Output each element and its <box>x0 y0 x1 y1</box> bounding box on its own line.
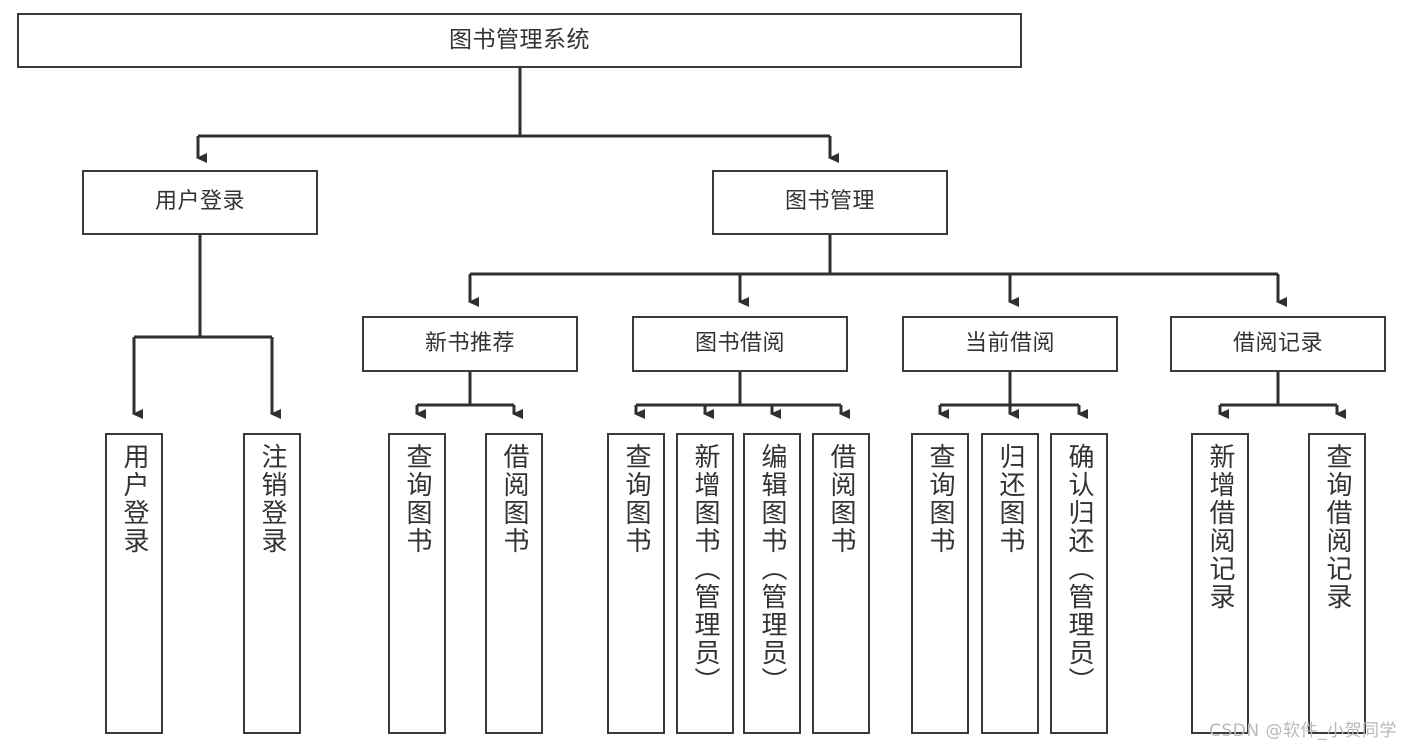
leaf-borrow-book[interactable]: 借阅图书 <box>812 433 870 734</box>
leaf-return-book[interactable]: 归还图书 <box>981 433 1039 734</box>
node-label: 新书推荐 <box>424 330 515 356</box>
node-label: 查询借阅记录 <box>1322 443 1352 611</box>
node-label: 借阅记录 <box>1232 330 1323 356</box>
node-book-management[interactable]: 图书管理 <box>712 170 948 235</box>
node-label: 图书借阅 <box>694 330 785 356</box>
leaf-add-book-admin[interactable]: 新增图书（管理员） <box>676 433 734 734</box>
node-label: 借阅图书 <box>499 443 529 555</box>
leaf-logout-login[interactable]: 注销登录 <box>243 433 301 734</box>
node-label: 图书管理系统 <box>449 26 590 53</box>
leaf-query-book-borrow[interactable]: 查询图书 <box>607 433 665 734</box>
node-current-borrow[interactable]: 当前借阅 <box>902 316 1118 372</box>
leaf-edit-book-admin[interactable]: 编辑图书（管理员） <box>743 433 801 734</box>
node-root-system[interactable]: 图书管理系统 <box>17 13 1022 68</box>
csdn-watermark: CSDN @软件_小贺同学 <box>1209 721 1397 741</box>
node-book-borrow[interactable]: 图书借阅 <box>632 316 848 372</box>
leaf-user-login[interactable]: 用户登录 <box>105 433 163 734</box>
leaf-add-borrow-record[interactable]: 新增借阅记录 <box>1191 433 1249 734</box>
node-user-login[interactable]: 用户登录 <box>82 170 318 235</box>
node-label: 用户登录 <box>119 443 149 555</box>
leaf-borrow-book-recommend[interactable]: 借阅图书 <box>485 433 543 734</box>
node-label: 用户登录 <box>154 189 245 215</box>
leaf-query-book-recommend[interactable]: 查询图书 <box>388 433 446 734</box>
node-label: 借阅图书 <box>826 443 856 555</box>
node-label: 确认归还（管理员） <box>1064 443 1094 695</box>
node-borrow-record[interactable]: 借阅记录 <box>1170 316 1386 372</box>
leaf-query-book-current[interactable]: 查询图书 <box>911 433 969 734</box>
node-label: 当前借阅 <box>964 330 1055 356</box>
leaf-query-borrow-record[interactable]: 查询借阅记录 <box>1308 433 1366 734</box>
node-label: 查询图书 <box>621 443 651 555</box>
node-label: 查询图书 <box>402 443 432 555</box>
node-label: 注销登录 <box>257 443 287 555</box>
node-label: 查询图书 <box>925 443 955 555</box>
node-label: 新增借阅记录 <box>1205 443 1235 611</box>
node-label: 新增图书（管理员） <box>690 443 720 695</box>
node-label: 图书管理 <box>784 189 875 215</box>
node-label: 编辑图书（管理员） <box>757 443 787 695</box>
node-new-book-recommend[interactable]: 新书推荐 <box>362 316 578 372</box>
leaf-confirm-return-admin[interactable]: 确认归还（管理员） <box>1050 433 1108 734</box>
node-label: 归还图书 <box>995 443 1025 555</box>
